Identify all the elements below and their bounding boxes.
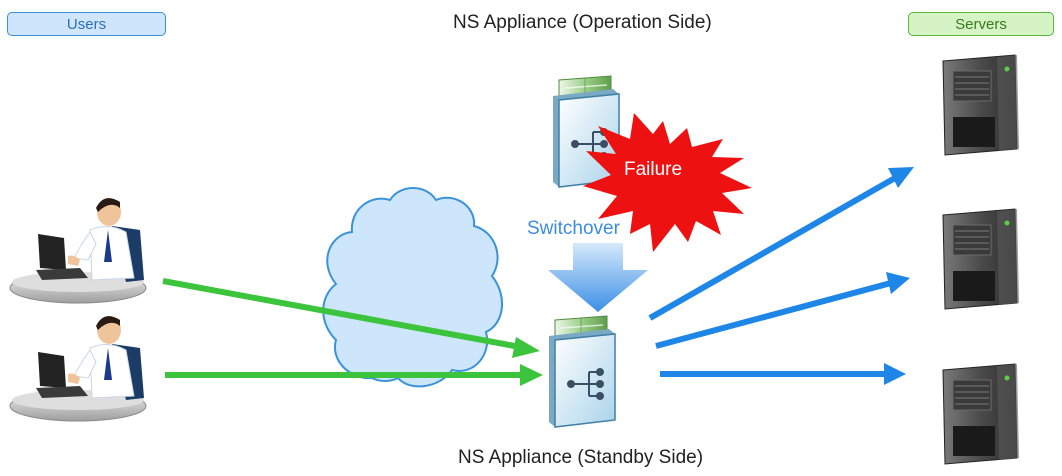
user-at-laptop-icon [9, 315, 147, 422]
ns-appliance-standby-icon [548, 315, 616, 428]
users-label: Users [7, 12, 166, 36]
standby-side-caption: NS Appliance (Standby Side) [458, 447, 704, 468]
user-traffic-arrows [162, 278, 543, 386]
servers-label: Servers [908, 12, 1054, 36]
server-icon [942, 363, 1020, 465]
down-arrow-icon [548, 243, 648, 312]
switchover-label: Switchover [527, 218, 620, 239]
user-at-laptop-icon [9, 197, 147, 304]
server-icon [942, 208, 1020, 310]
server-icon [942, 54, 1020, 156]
server-traffic-arrows [648, 167, 914, 385]
failure-label: Failure [624, 159, 683, 180]
operation-side-caption: NS Appliance (Operation Side) [453, 12, 712, 33]
network-cloud-icon [322, 187, 504, 388]
failure-burst-icon [583, 113, 752, 252]
